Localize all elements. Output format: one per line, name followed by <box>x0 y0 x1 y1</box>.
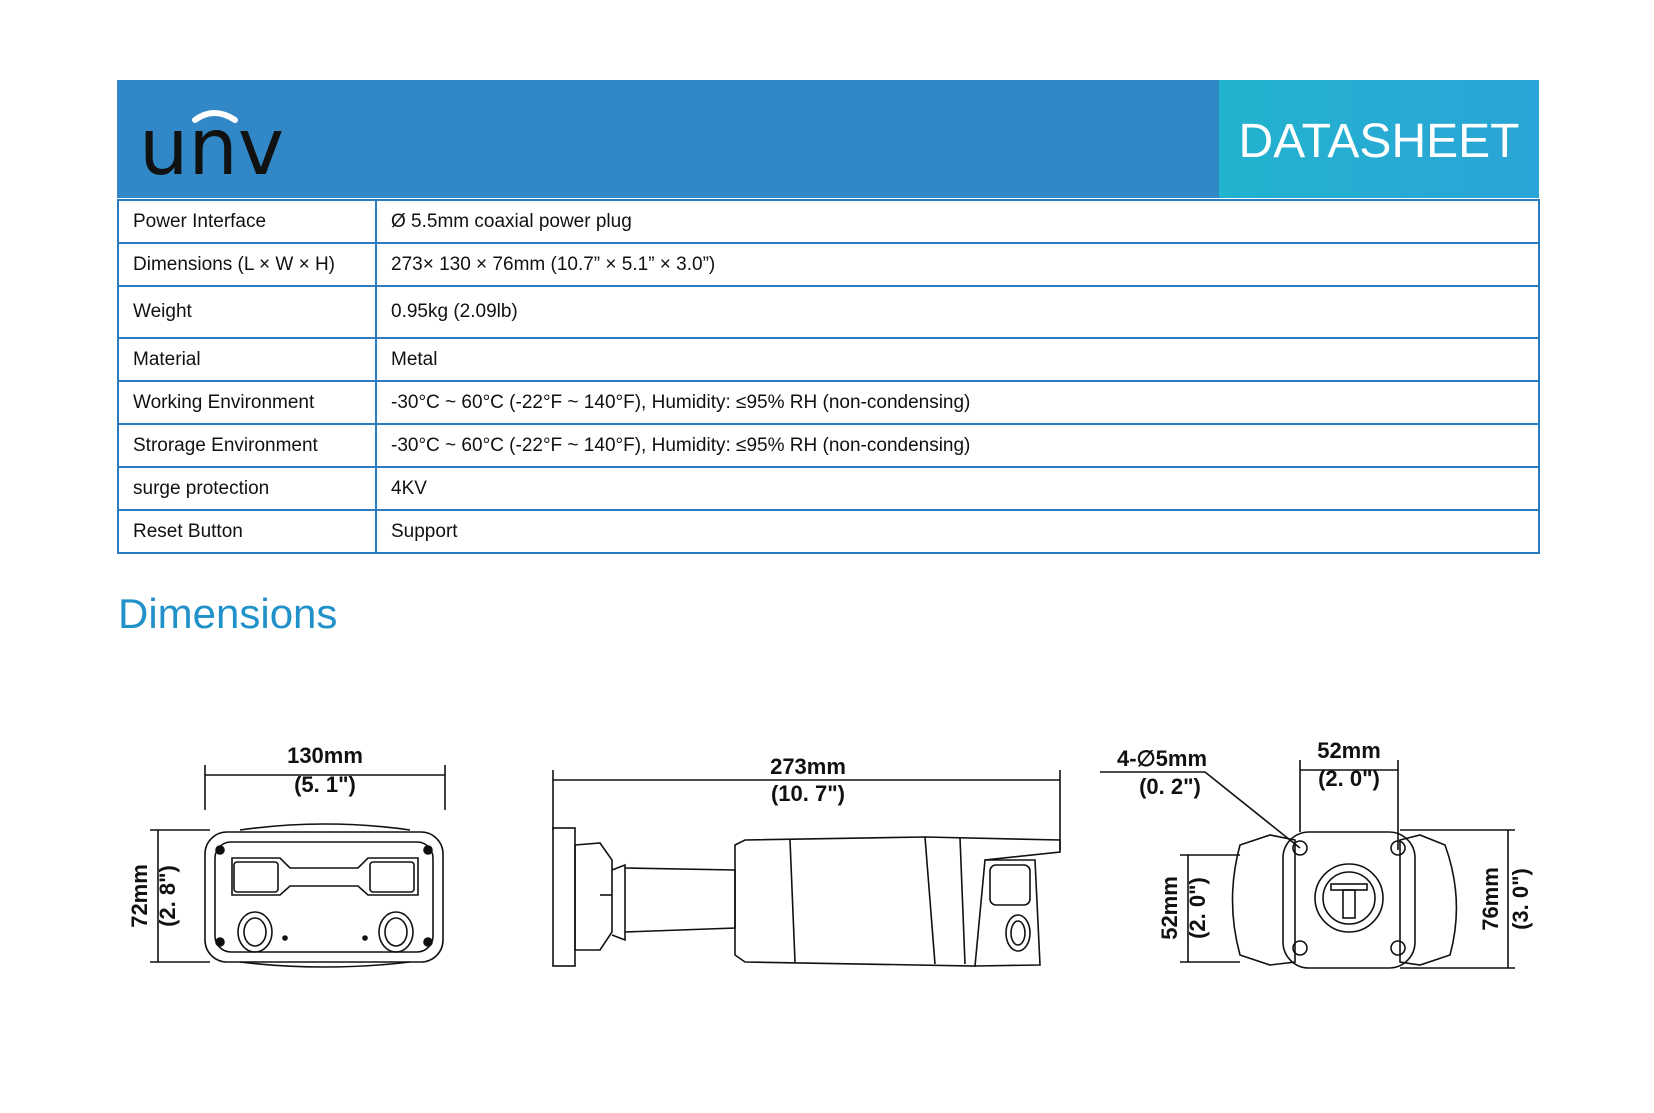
table-row: Dimensions (L × W × H) 273× 130 × 76mm (… <box>117 242 1540 287</box>
spec-table: Power Interface Ø 5.5mm coaxial power pl… <box>117 199 1540 554</box>
table-row: Reset Button Support <box>117 509 1540 554</box>
unv-logo: unv <box>139 103 284 182</box>
mount-view-drawing <box>1100 760 1515 969</box>
spec-label: Power Interface <box>117 199 377 244</box>
side-length-in-label: (10. 7") <box>771 781 845 806</box>
table-row: Weight 0.95kg (2.09lb) <box>117 285 1540 339</box>
front-height-mm-label: 72mm <box>127 864 152 928</box>
base-height-in-label: (2. 0") <box>1185 877 1210 939</box>
mount-height-mm-label: 76mm <box>1478 867 1503 931</box>
spec-value: 273× 130 × 76mm (10.7” × 5.1” × 3.0”) <box>375 242 1540 287</box>
hole-mm-label: 4-∅5mm <box>1117 746 1207 771</box>
dimension-drawing: 130mm (5. 1") 72mm (2. 8") 273mm (10. 7"… <box>127 738 1533 969</box>
spec-value: Metal <box>375 337 1540 382</box>
mount-height-in-label: (3. 0") <box>1508 868 1533 930</box>
front-height-in-label: (2. 8") <box>155 865 180 927</box>
spec-value: Support <box>375 509 1540 554</box>
front-view-drawing <box>150 765 446 968</box>
table-row: Material Metal <box>117 337 1540 382</box>
side-length-mm-label: 273mm <box>770 754 846 779</box>
spec-label: Material <box>117 337 377 382</box>
datasheet-badge: DATASHEET <box>1219 80 1539 198</box>
spec-value: 0.95kg (2.09lb) <box>375 285 1540 339</box>
spec-label: Dimensions (L × W × H) <box>117 242 377 287</box>
spec-label: Strorage Environment <box>117 423 377 468</box>
spec-value: Ø 5.5mm coaxial power plug <box>375 199 1540 244</box>
side-view-drawing <box>552 770 1061 967</box>
spec-value: 4KV <box>375 466 1540 511</box>
hole-in-label: (0. 2") <box>1139 774 1201 799</box>
spec-label: Working Environment <box>117 380 377 425</box>
section-title: Dimensions <box>118 590 338 637</box>
front-width-in-label: (5. 1") <box>294 772 356 797</box>
front-width-mm-label: 130mm <box>287 743 363 768</box>
table-row: Strorage Environment -30°C ~ 60°C (-22°F… <box>117 423 1540 468</box>
base-width-in-label: (2. 0") <box>1318 766 1380 791</box>
table-row: Power Interface Ø 5.5mm coaxial power pl… <box>117 199 1540 244</box>
base-height-mm-label: 52mm <box>1157 876 1182 940</box>
spec-label: Weight <box>117 285 377 339</box>
table-row: surge protection 4KV <box>117 466 1540 511</box>
table-row: Working Environment -30°C ~ 60°C (-22°F … <box>117 380 1540 425</box>
spec-label: surge protection <box>117 466 377 511</box>
brand-text: unv <box>139 103 284 182</box>
spec-value: -30°C ~ 60°C (-22°F ~ 140°F), Humidity: … <box>375 380 1540 425</box>
datasheet-label: DATASHEET <box>1238 115 1520 168</box>
datasheet-header: unv DATASHEET <box>117 80 1539 198</box>
spec-label: Reset Button <box>117 509 377 554</box>
spec-value: -30°C ~ 60°C (-22°F ~ 140°F), Humidity: … <box>375 423 1540 468</box>
base-width-mm-label: 52mm <box>1317 738 1381 763</box>
